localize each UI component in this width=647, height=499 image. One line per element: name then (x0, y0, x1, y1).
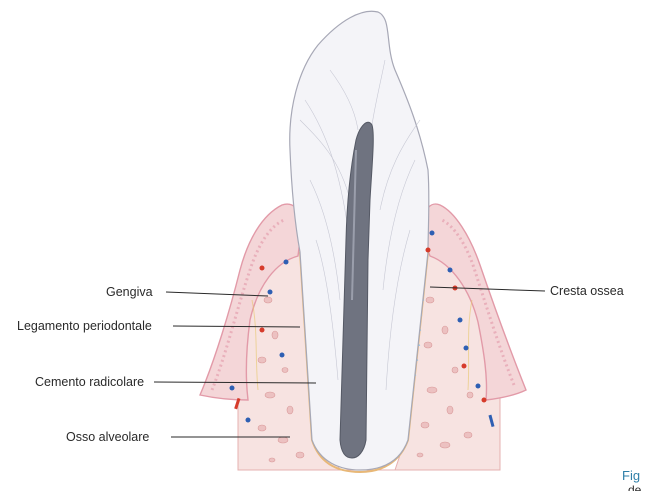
label-cresta-ossea: Cresta ossea (550, 284, 624, 298)
tooth (290, 11, 429, 470)
label-osso-alveolare: Osso alveolare (66, 430, 149, 444)
figure-caption-fig: Fig (622, 468, 640, 483)
label-cemento-radicolare: Cemento radicolare (35, 375, 144, 389)
label-gengiva: Gengiva (106, 285, 153, 299)
figure-caption-cut: de (628, 483, 641, 491)
label-legamento-periodontale: Legamento periodontale (17, 319, 152, 333)
figure-caption-fragment: Fig de (622, 469, 641, 491)
